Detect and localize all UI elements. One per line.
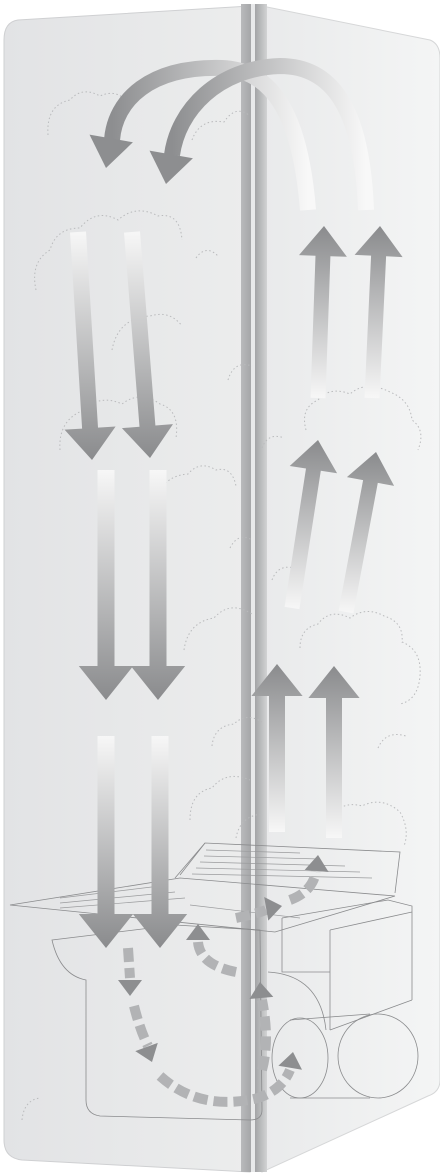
fridge-front-panel xyxy=(4,6,250,1172)
